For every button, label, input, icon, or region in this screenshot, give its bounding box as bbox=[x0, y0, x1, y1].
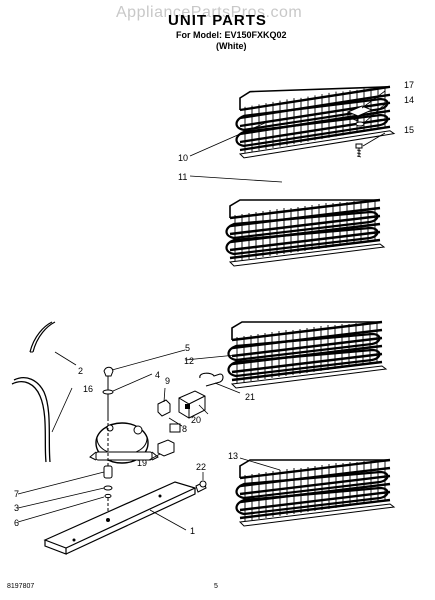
callout-14: 14 bbox=[404, 95, 414, 105]
leader-lines bbox=[17, 90, 386, 531]
callout-11: 11 bbox=[178, 172, 187, 182]
evaporator-shelf-12 bbox=[227, 320, 388, 390]
evaporator-shelf-10 bbox=[235, 85, 396, 160]
clip bbox=[199, 372, 224, 387]
page-number: 5 bbox=[214, 583, 218, 590]
model-line: For Model: EV150FXKQ02 bbox=[176, 30, 287, 40]
callout-22: 22 bbox=[196, 462, 206, 472]
bolt bbox=[195, 480, 207, 493]
page-title: UNIT PARTS bbox=[168, 12, 267, 29]
callout-10: 10 bbox=[178, 153, 188, 163]
base-plate bbox=[43, 481, 197, 555]
mounting-bracket bbox=[346, 105, 374, 158]
evaporator-shelf-13 bbox=[235, 458, 396, 528]
callout-19: 19 bbox=[137, 458, 147, 468]
evaporator-shelf-11 bbox=[225, 198, 386, 268]
callout-17: 17 bbox=[404, 80, 414, 90]
callout-labels: 17 14 15 10 11 5 12 2 4 9 16 21 20 8 13 … bbox=[14, 80, 414, 536]
callout-7: 7 bbox=[14, 489, 19, 499]
drain-tube bbox=[11, 377, 51, 463]
callout-8: 8 bbox=[182, 424, 187, 434]
terminal-cover bbox=[169, 423, 181, 433]
callout-6: 6 bbox=[14, 518, 19, 528]
color-line: (White) bbox=[216, 41, 247, 51]
start-relay bbox=[178, 390, 206, 419]
callout-21: 21 bbox=[245, 392, 255, 402]
callout-3: 3 bbox=[14, 503, 19, 513]
watermark: AppliancePartsPros.com bbox=[116, 4, 303, 21]
callout-1: 1 bbox=[190, 526, 195, 536]
callout-20: 20 bbox=[191, 415, 201, 425]
capillary-tube bbox=[29, 321, 56, 353]
overload-protector bbox=[157, 399, 171, 417]
callout-2: 2 bbox=[78, 366, 83, 376]
callout-16: 16 bbox=[83, 384, 93, 394]
callout-13: 13 bbox=[228, 451, 238, 461]
callout-12: 12 bbox=[184, 356, 194, 366]
callout-4: 4 bbox=[155, 370, 160, 380]
relay-cover bbox=[157, 439, 175, 457]
compressor bbox=[89, 366, 159, 520]
callout-15: 15 bbox=[404, 125, 414, 135]
document-number: 8197807 bbox=[7, 583, 35, 590]
callout-5: 5 bbox=[185, 343, 190, 353]
callout-9: 9 bbox=[165, 376, 170, 386]
